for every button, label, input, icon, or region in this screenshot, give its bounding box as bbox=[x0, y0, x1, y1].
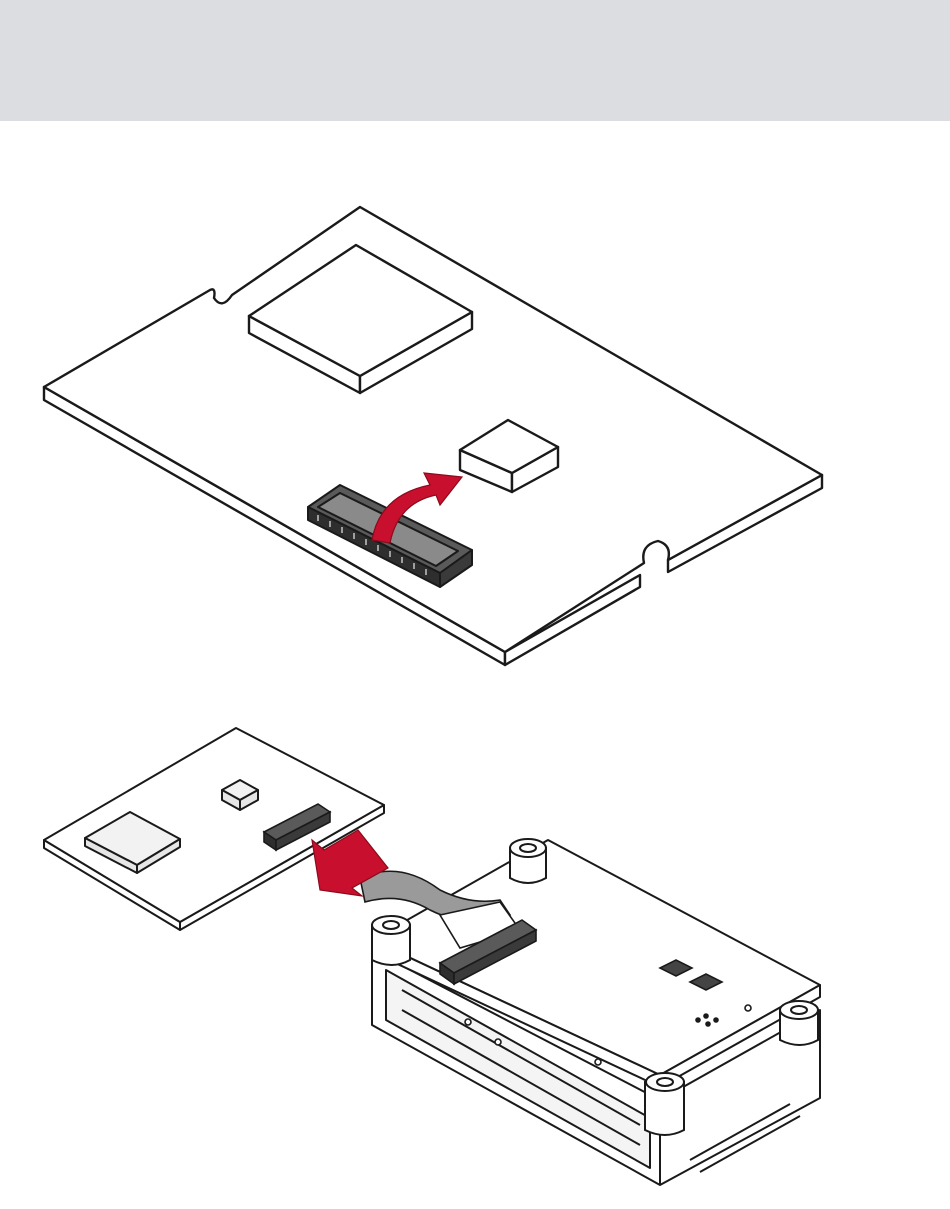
step-1-diagram bbox=[0, 195, 950, 675]
small-board bbox=[44, 728, 384, 922]
step-2-diagram bbox=[0, 720, 950, 1209]
header-band bbox=[0, 0, 950, 121]
step-1-illustration bbox=[0, 195, 950, 675]
circuit-board bbox=[44, 207, 822, 652]
step-2-illustration bbox=[0, 720, 950, 1209]
